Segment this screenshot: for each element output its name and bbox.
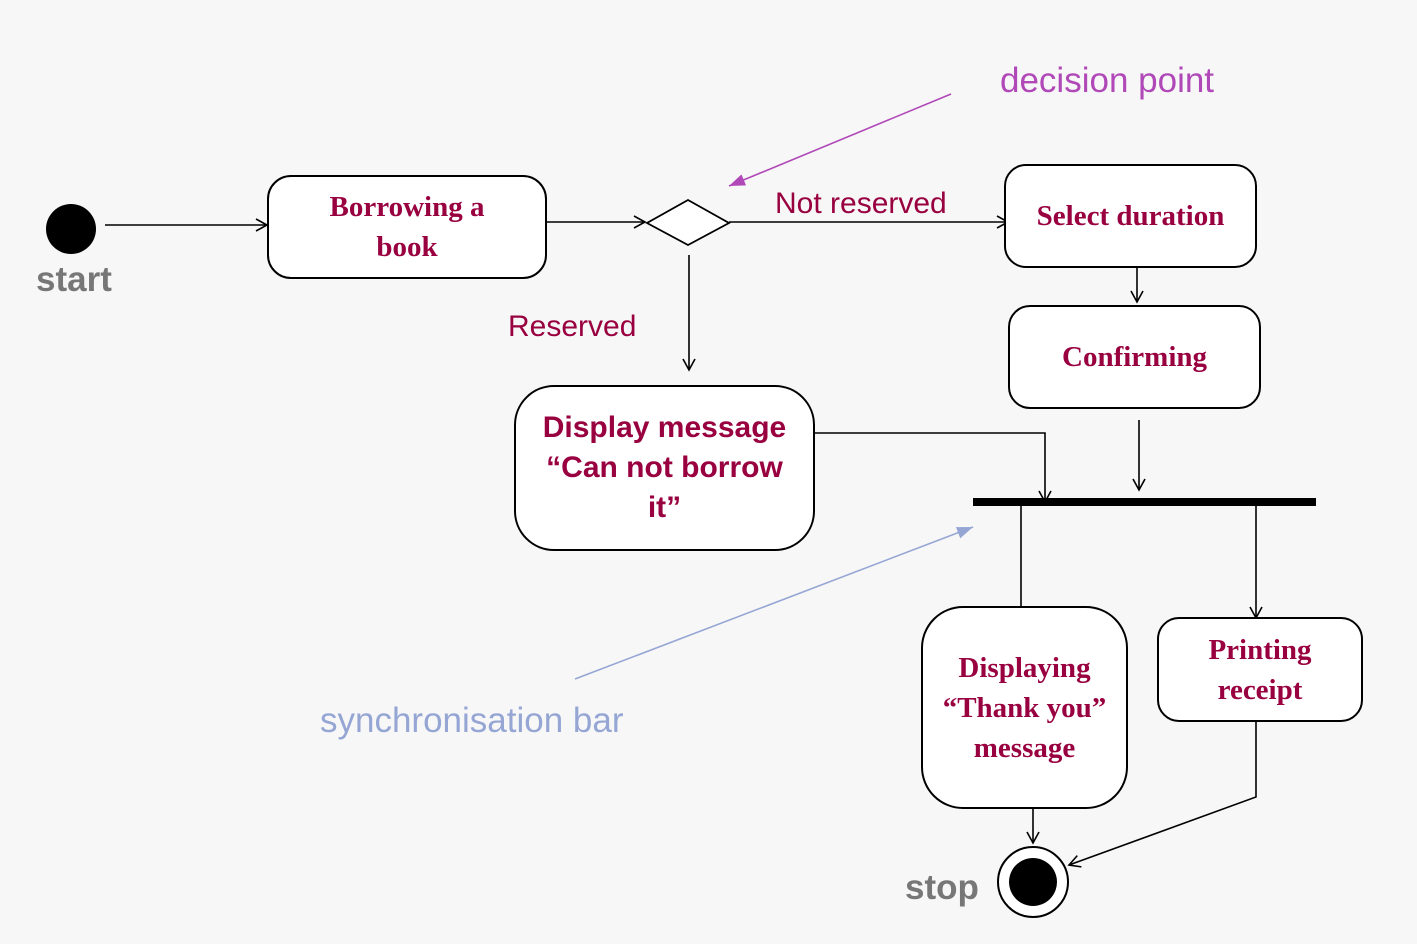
start-node (46, 204, 96, 254)
edge-printing-to-stop (1067, 722, 1257, 868)
activity-confirming: Confirming (1008, 305, 1261, 409)
annotation-synchronisation-bar: synchronisation bar (320, 701, 624, 740)
activity-select-duration: Select duration (1004, 164, 1257, 268)
activity-thank-you-label: Displaying “Thank you” message (942, 651, 1107, 764)
activity-select-duration-label: Select duration (1036, 200, 1225, 232)
activity-display-message-label: Display message “Can not borrow it” (542, 411, 787, 524)
synchronisation-bar (973, 498, 1316, 506)
sync-bar-pointer (574, 526, 974, 680)
activity-thank-you-message: Displaying “Thank you” message (921, 606, 1128, 809)
annotation-decision-point: decision point (1000, 61, 1215, 100)
start-label: start (36, 260, 112, 299)
edge-label-reserved: Reserved (508, 310, 637, 343)
edge-label-not-reserved: Not reserved (775, 187, 947, 220)
activity-borrowing-a-book: Borrowing a book (267, 175, 547, 279)
decision-node (645, 198, 731, 247)
stop-node-core (1009, 858, 1057, 906)
decision-point-pointer (728, 93, 952, 187)
activity-borrowing-label: Borrowing a book (329, 191, 485, 263)
activity-printing-label: Printing receipt (1208, 633, 1312, 706)
activity-printing-receipt: Printing receipt (1157, 617, 1363, 722)
edge-display-to-sync (810, 432, 1052, 504)
activity-confirming-label: Confirming (1062, 341, 1207, 373)
activity-display-message: Display message “Can not borrow it” (514, 385, 815, 551)
stop-label: stop (905, 868, 979, 907)
